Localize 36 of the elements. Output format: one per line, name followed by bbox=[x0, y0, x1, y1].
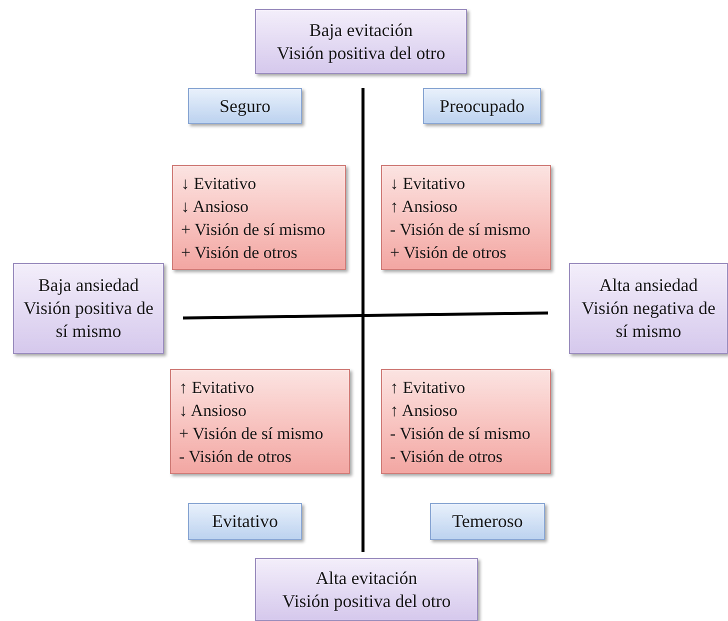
traits-box bbox=[381, 165, 551, 270]
trait-text: ↑ Ansioso bbox=[390, 400, 459, 422]
trait-text: + Visión de otros bbox=[181, 242, 298, 264]
axis-text: Baja ansiedad bbox=[38, 274, 139, 297]
attachment-style-box: Preocupado bbox=[423, 88, 541, 124]
trait-text: ↓ Evitativo bbox=[181, 172, 258, 194]
attachment-style-box: Temeroso bbox=[430, 503, 545, 540]
attachment-style-box: Seguro bbox=[188, 88, 302, 124]
axis-label-box bbox=[569, 263, 728, 354]
axis-text: Visión positiva del otro bbox=[276, 42, 446, 64]
axis-label-box bbox=[255, 558, 478, 621]
trait-text: ↑ Ansioso bbox=[390, 196, 459, 218]
traits-box bbox=[381, 369, 551, 474]
trait-text: - Visión de otros bbox=[390, 446, 504, 468]
axis-text: Alta ansiedad bbox=[599, 274, 698, 297]
axis-text: Visión positiva del otro bbox=[282, 590, 451, 612]
trait-text: ↑ Evitativo bbox=[179, 376, 256, 398]
trait-text: ↓ Evitativo bbox=[390, 172, 466, 194]
traits-box bbox=[170, 369, 350, 474]
axis-label-box bbox=[13, 263, 164, 354]
trait-text: - Visión de sí mismo bbox=[390, 422, 532, 444]
axis-text: Alta evitación bbox=[316, 566, 418, 590]
traits-box bbox=[172, 165, 346, 270]
trait-text: ↑ Evitativo bbox=[390, 376, 466, 398]
trait-text: + Visión de sí mismo bbox=[179, 422, 324, 444]
axis-text: Baja evitación bbox=[309, 18, 413, 42]
trait-text: ↓ Ansioso bbox=[181, 196, 250, 218]
axis-text: Visión negativa de sí mismo bbox=[580, 297, 716, 343]
trait-text: + Visión de sí mismo bbox=[181, 218, 326, 240]
trait-text: ↓ Ansioso bbox=[179, 400, 248, 422]
trait-text: - Visión de otros bbox=[179, 446, 292, 468]
trait-text: + Visión de otros bbox=[390, 242, 508, 264]
attachment-style-box: Evitativo bbox=[188, 503, 302, 540]
trait-text: - Visión de sí mismo bbox=[390, 218, 532, 240]
axis-text: Visión positiva de sí mismo bbox=[22, 297, 154, 343]
axis-label-box bbox=[255, 9, 467, 74]
